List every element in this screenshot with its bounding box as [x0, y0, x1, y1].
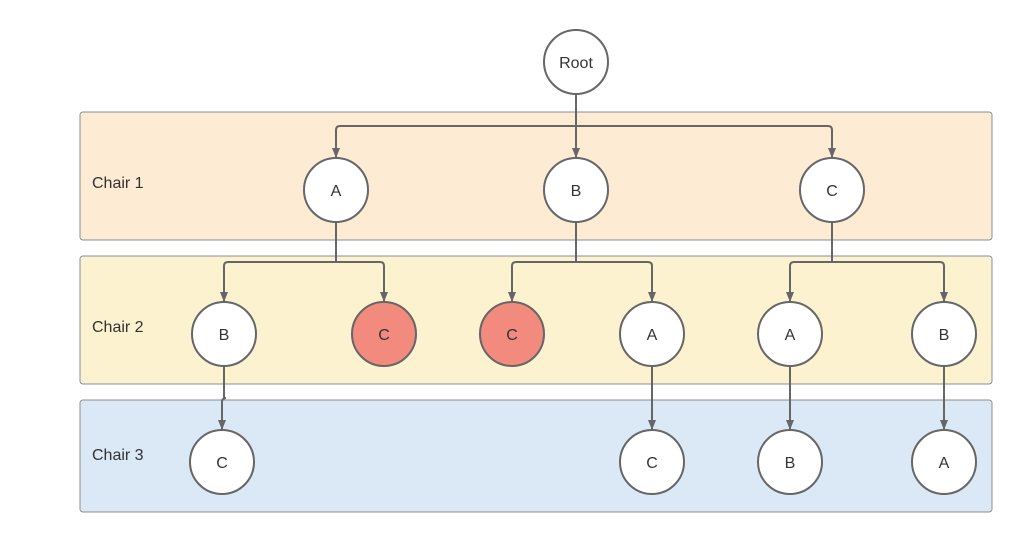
- edge-c1_c-to-c2_cb: [831, 222, 948, 302]
- edges-group: [218, 94, 948, 430]
- lane-label-chair-1: Chair 1: [92, 175, 144, 192]
- node-circle: [799, 157, 865, 223]
- node-circle: [757, 429, 823, 495]
- edge-c1_b-to-c2_ba: [575, 222, 656, 302]
- node-label: A: [647, 327, 658, 344]
- node-label: A: [331, 183, 342, 200]
- node-label: B: [939, 327, 950, 344]
- edge-c1_a-to-c2_ab: [220, 222, 337, 302]
- node-label: C: [646, 455, 658, 472]
- node-c1-c: C: [799, 157, 865, 223]
- node-circle: [189, 429, 255, 495]
- edge-root-to-c1_c: [575, 94, 836, 158]
- lane-chair-3: [79, 399, 993, 513]
- node-label: A: [785, 327, 796, 344]
- node-c3-abc: C: [189, 429, 255, 495]
- node-circle: [543, 29, 609, 95]
- node-label: C: [826, 183, 838, 200]
- node-label: B: [571, 183, 582, 200]
- node-c1-b: B: [543, 157, 609, 223]
- edge-c2_ab-to-c3_abc: [218, 366, 227, 430]
- node-c2-cb: B: [911, 301, 977, 367]
- node-c2-bc: C: [479, 301, 545, 367]
- node-circle: [619, 429, 685, 495]
- node-circle: [543, 157, 609, 223]
- node-circle: [351, 301, 417, 367]
- node-circle: [619, 301, 685, 367]
- node-label: Root: [559, 55, 593, 72]
- node-circle: [757, 301, 823, 367]
- lane-chair-1: [79, 111, 993, 241]
- edge-root-to-c1_a: [332, 94, 577, 158]
- node-label: C: [506, 327, 518, 344]
- node-circle: [479, 301, 545, 367]
- node-c2-ac: C: [351, 301, 417, 367]
- node-circle: [911, 429, 977, 495]
- edge-c1_c-to-c2_ca: [786, 222, 833, 302]
- node-c3-cba: A: [911, 429, 977, 495]
- node-c3-cab: B: [757, 429, 823, 495]
- node-label: B: [219, 327, 230, 344]
- node-label: C: [378, 327, 390, 344]
- node-c2-ab: B: [191, 301, 257, 367]
- node-c1-a: A: [303, 157, 369, 223]
- node-circle: [303, 157, 369, 223]
- node-circle: [191, 301, 257, 367]
- edge-c1_b-to-c2_bc: [508, 222, 577, 302]
- node-c2-ba: A: [619, 301, 685, 367]
- lane-label-chair-2: Chair 2: [92, 319, 144, 336]
- node-c2-ca: A: [757, 301, 823, 367]
- node-circle: [911, 301, 977, 367]
- edge-c1_a-to-c2_ac: [335, 222, 388, 302]
- node-c3-bac: C: [619, 429, 685, 495]
- node-root: Root: [543, 29, 609, 95]
- lane-label-chair-3: Chair 3: [92, 447, 144, 464]
- node-label: A: [939, 455, 950, 472]
- node-label: B: [785, 455, 796, 472]
- node-label: C: [216, 455, 228, 472]
